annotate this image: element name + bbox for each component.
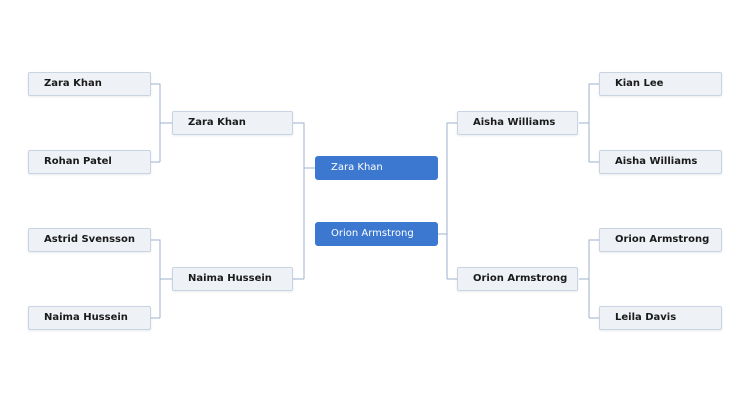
connector-right-upper: [579, 83, 599, 163]
connector-right-final: [437, 122, 457, 280]
left-round1-slot-4: Naima Hussein: [28, 306, 151, 330]
right-semifinal-slot-1: Aisha Williams: [457, 111, 578, 135]
right-round1-slot-3: Orion Armstrong: [599, 228, 722, 252]
right-round1-slot-2: Aisha Williams: [599, 150, 722, 174]
left-round1-slot-3: Astrid Svensson: [28, 228, 151, 252]
right-round1-slot-1: Kian Lee: [599, 72, 722, 96]
left-semifinal-slot-1: Zara Khan: [172, 111, 293, 135]
connector-left-upper: [151, 83, 172, 163]
left-round1-slot-2: Rohan Patel: [28, 150, 151, 174]
right-semifinal-slot-2: Orion Armstrong: [457, 267, 578, 291]
connector-left-lower: [151, 239, 172, 319]
left-round1-slot-1: Zara Khan: [28, 72, 151, 96]
connector-right-lower: [579, 239, 599, 319]
final-slot-2: Orion Armstrong: [315, 222, 438, 246]
left-semifinal-slot-2: Naima Hussein: [172, 267, 293, 291]
final-slot-1: Zara Khan: [315, 156, 438, 180]
connector-left-final: [293, 122, 315, 280]
right-round1-slot-4: Leila Davis: [599, 306, 722, 330]
